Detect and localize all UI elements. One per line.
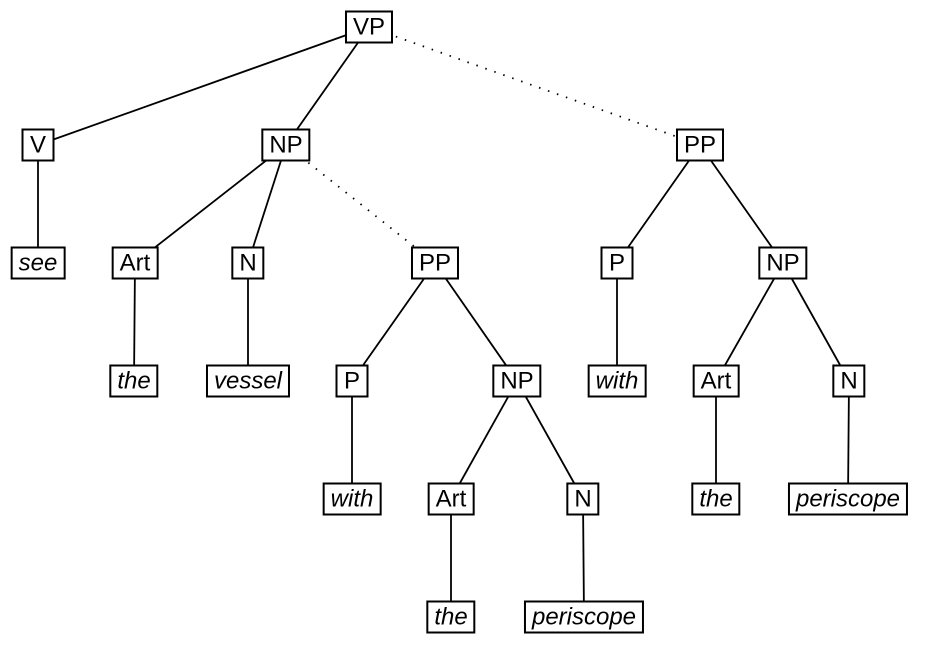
tree-node-n1: N — [231, 246, 265, 280]
tree-node-see: see — [10, 246, 66, 280]
tree-edge-pp2-p2 — [616, 144, 701, 264]
tree-node-np1: NP — [261, 128, 311, 162]
tree-node-with1: with — [322, 482, 382, 516]
tree-edge-pp1-np2 — [434, 262, 518, 382]
tree-edge-art1-the1 — [133, 262, 136, 382]
tree-node-vp: VP — [344, 10, 394, 44]
tree-edge-np1-n1 — [247, 144, 287, 264]
tree-node-with2: with — [587, 364, 647, 398]
tree-edge-n3-periscope2 — [847, 380, 850, 500]
tree-node-art1: Art — [111, 246, 159, 280]
tree-node-np3: NP — [758, 246, 808, 280]
tree-node-n2: N — [566, 482, 600, 516]
tree-edge-vp-np1 — [285, 26, 370, 146]
tree-edge-np1-pp1-dotted — [285, 144, 436, 264]
tree-node-art3: Art — [692, 364, 740, 398]
tree-node-p2: P — [600, 246, 634, 280]
tree-node-pp1: PP — [410, 246, 460, 280]
tree-edge-np2-art2 — [450, 380, 518, 500]
tree-edge-np3-n3 — [782, 262, 850, 382]
tree-edge-np1-art1 — [134, 144, 287, 264]
tree-node-the1: the — [109, 364, 159, 398]
tree-node-v: V — [21, 128, 55, 162]
tree-node-periscope2: periscope — [787, 482, 909, 516]
tree-node-art2: Art — [427, 482, 475, 516]
tree-edge-pp1-p1 — [351, 262, 436, 382]
tree-node-n3: N — [832, 364, 866, 398]
tree-edge-n2-periscope1 — [582, 498, 585, 618]
tree-edge-pp2-np3 — [699, 144, 784, 264]
tree-node-p1: P — [335, 364, 369, 398]
tree-node-vessel: vessel — [205, 364, 291, 398]
tree-node-np2: NP — [492, 364, 542, 398]
tree-node-the2: the — [426, 600, 476, 634]
tree-edge-vp-v — [37, 26, 370, 146]
tree-node-pp2: PP — [675, 128, 725, 162]
tree-edge-np3-art3 — [715, 262, 784, 382]
tree-node-the3: the — [691, 482, 741, 516]
tree-edge-np2-n2 — [516, 380, 584, 500]
tree-node-periscope1: periscope — [523, 600, 645, 634]
